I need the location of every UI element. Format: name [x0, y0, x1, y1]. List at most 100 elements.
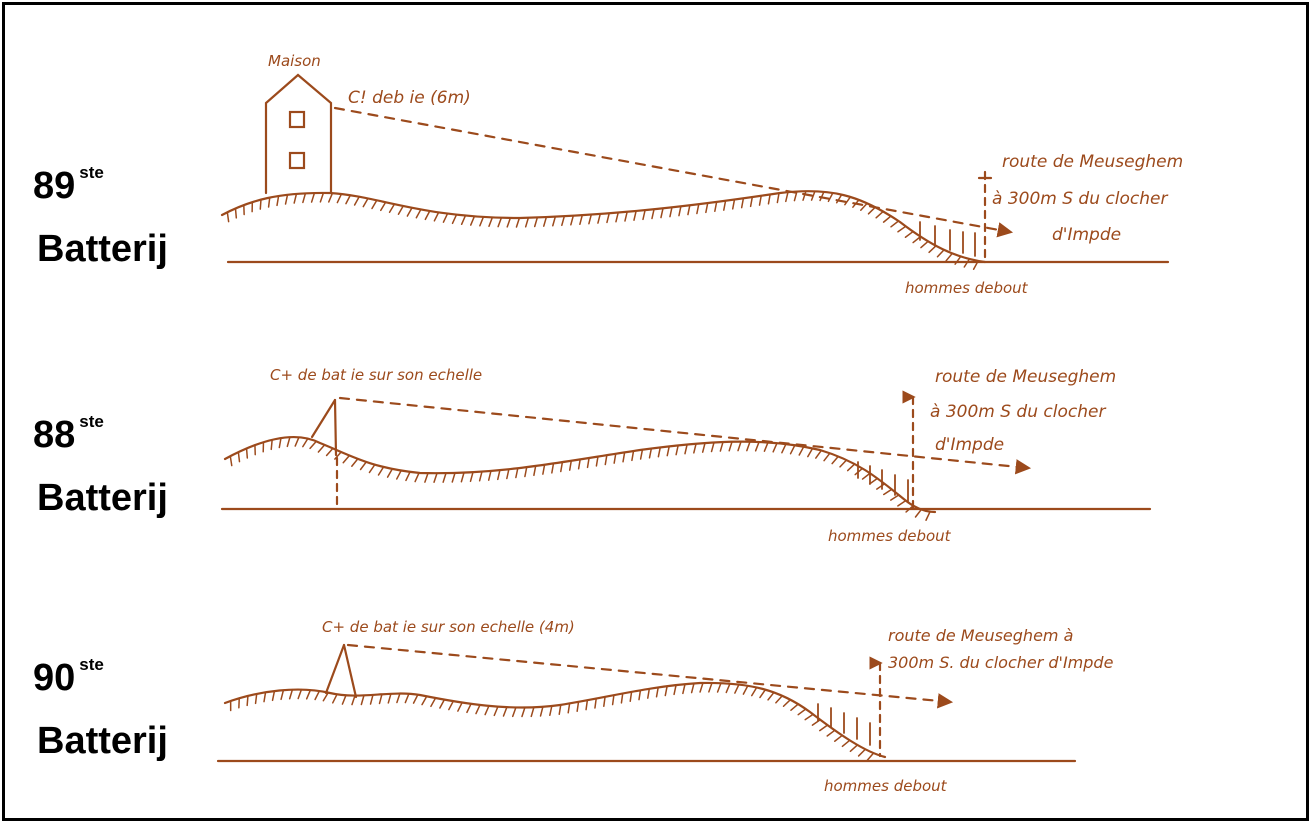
hatch-mark — [568, 460, 573, 471]
hatch-mark — [530, 706, 535, 718]
hatch-mark — [415, 208, 422, 219]
panel-90-observer-note: C+ de bat ie sur son echelle (4m) — [322, 618, 575, 636]
hatch-mark — [682, 683, 686, 695]
hatch-mark — [369, 694, 374, 705]
panel-90-batterij: Batterij — [37, 720, 168, 762]
hatch-mark — [497, 469, 501, 481]
hatch-mark — [647, 688, 651, 699]
hatch-mark — [687, 204, 691, 216]
panel-89-route-line-2: à 300m S du clocher — [992, 189, 1168, 209]
hatch-mark — [693, 442, 697, 454]
hatch-mark — [849, 744, 859, 753]
hatch-mark — [576, 701, 580, 712]
hatch-mark — [750, 686, 758, 697]
hatch-mark — [954, 255, 962, 265]
hatch-mark — [442, 472, 447, 483]
hatch-mark — [890, 220, 900, 228]
hatch-mark — [746, 440, 751, 452]
hatch-mark — [271, 690, 276, 702]
hatch-mark — [797, 708, 807, 716]
hatch-mark — [866, 752, 875, 761]
hatch-mark — [963, 258, 971, 268]
hatch-mark — [475, 704, 481, 715]
hatch-mark — [826, 729, 836, 737]
hatch-mark — [731, 198, 736, 210]
panel-89-men-label: hommes debout — [905, 279, 1029, 297]
panel-89-route-line-3: d'Impde — [1052, 225, 1121, 245]
hatch-mark — [533, 216, 539, 228]
hatch-mark — [772, 442, 778, 453]
panel-89-route-line-1: route de Meuseghem — [1002, 152, 1183, 172]
hatch-mark — [539, 706, 544, 717]
panel-88-batterij: Batterij — [37, 477, 168, 519]
hatch-mark — [322, 691, 329, 702]
panel-88-observer-note: C+ de bat ie sur son echelle — [270, 366, 482, 384]
hatch-mark — [341, 694, 347, 705]
panel-88-route-line-3: d'Impde — [935, 435, 1004, 455]
hatch-mark — [719, 441, 724, 452]
panel-88-route-line-2: à 300m S du clocher — [930, 402, 1106, 422]
hatch-mark — [293, 193, 298, 204]
hatch-mark — [651, 208, 655, 220]
hatch-mark — [380, 201, 387, 212]
hatch-mark — [579, 214, 584, 226]
hatch-mark — [835, 193, 843, 204]
hatch-mark — [558, 704, 562, 715]
hatch-mark — [725, 682, 731, 694]
hatch-mark — [351, 694, 356, 706]
hatch-mark — [666, 445, 670, 457]
hatch-mark — [353, 195, 360, 206]
hatch-mark — [345, 194, 352, 205]
panel-89-sight-line — [333, 106, 1014, 238]
hatch-mark — [622, 451, 626, 463]
hatch-mark — [309, 440, 318, 450]
hatch-mark — [860, 202, 868, 211]
hatch-mark — [716, 682, 722, 693]
hatch-mark — [478, 470, 483, 482]
panel-90-sketch — [216, 643, 1077, 763]
hatch-mark — [319, 192, 325, 203]
hatch-mark — [542, 216, 548, 227]
hatch-mark — [876, 483, 886, 490]
panel-88-sketch — [220, 390, 1152, 522]
panel-90-men — [817, 703, 871, 746]
hatch-mark — [585, 699, 589, 711]
hatch-mark — [371, 199, 378, 210]
hatch-mark — [912, 235, 922, 244]
hatch-mark — [802, 190, 807, 201]
hatch-mark — [604, 454, 608, 466]
hatch-mark — [497, 216, 503, 228]
hatch-mark — [972, 260, 979, 270]
hatch-mark — [560, 461, 564, 473]
hatch-mark — [928, 245, 937, 254]
hatch-mark — [276, 195, 280, 207]
hatch-mark — [317, 444, 326, 453]
hatch-mark — [868, 477, 879, 485]
hatch-mark — [542, 464, 546, 475]
panel-88-men-label: hommes debout — [828, 527, 952, 545]
hatch-mark — [396, 692, 401, 704]
hatch-mark — [615, 211, 619, 223]
hatch-mark — [234, 207, 238, 219]
hatch-mark — [229, 455, 233, 467]
hatch-mark — [789, 444, 796, 455]
hatch-mark — [690, 682, 695, 694]
hatch-mark — [302, 192, 307, 204]
hatch-mark — [424, 210, 431, 221]
hatch-mark — [521, 706, 526, 718]
hatch-mark — [925, 510, 931, 522]
hatch-mark — [734, 683, 740, 694]
hatch-mark — [767, 691, 775, 701]
hatch-mark — [552, 215, 557, 227]
hatch-mark — [723, 200, 727, 211]
panel-88-men — [857, 461, 909, 502]
hatch-mark — [297, 688, 303, 700]
hatch-mark — [396, 469, 402, 480]
hatch-mark — [854, 467, 864, 476]
hatch-mark — [710, 441, 715, 453]
hatch-mark — [831, 455, 840, 465]
hatch-mark — [270, 439, 273, 451]
hatch-mark — [804, 713, 814, 721]
